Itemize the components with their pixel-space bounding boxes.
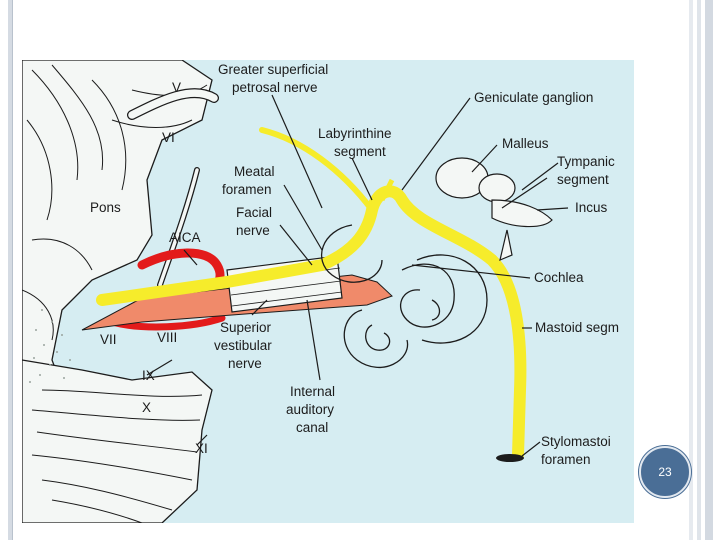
cochlea-shape (321, 224, 488, 369)
label-tympanic-line2: segment (557, 172, 609, 187)
label-mastoid-segment: Mastoid segm (535, 320, 619, 335)
label-cochlea: Cochlea (534, 270, 584, 285)
page-number-badge: 23 (639, 446, 691, 498)
label-internal-line1: Internal (290, 384, 335, 399)
label-cranial-nerve-xi: XI (195, 441, 208, 456)
label-tympanic-line1: Tympanic (557, 154, 615, 169)
label-facial-line1: Facial (236, 205, 272, 220)
diagram-canvas: Greater superficial petrosal nerve Genic… (22, 60, 634, 523)
label-cranial-nerve-viii: VIII (157, 330, 177, 345)
label-cranial-nerve-ix: IX (142, 368, 155, 383)
slide-frame-left (8, 0, 13, 540)
slide-frame-right (689, 0, 713, 540)
label-meatal-line2: foramen (222, 182, 272, 197)
label-greater-superficial-line2: petrosal nerve (232, 80, 318, 95)
leader-lines (146, 94, 569, 457)
label-superior-line3: nerve (228, 356, 262, 371)
label-meatal-line1: Meatal (234, 164, 275, 179)
label-greater-superficial-line1: Greater superficial (218, 62, 328, 77)
label-internal-line3: canal (296, 420, 328, 435)
facial-nerve-diagram: Greater superficial petrosal nerve Genic… (22, 60, 634, 523)
label-pons: Pons (90, 200, 121, 215)
label-cranial-nerve-x: X (142, 400, 151, 415)
facial-nerve (96, 185, 527, 461)
stippled-texture (29, 309, 71, 383)
label-facial-line2: nerve (236, 223, 270, 238)
label-geniculate-ganglion: Geniculate ganglion (474, 90, 593, 105)
brainstem-illustration (22, 60, 213, 523)
label-labyrinthine-line2: segment (334, 144, 386, 159)
label-labyrinthine-line1: Labyrinthine (318, 126, 392, 141)
label-malleus: Malleus (502, 136, 549, 151)
label-superior-line2: vestibular (214, 338, 272, 353)
stylomastoid-foramen-shape (496, 454, 524, 462)
label-incus: Incus (575, 200, 608, 215)
label-stylomastoid-line2: foramen (541, 452, 591, 467)
label-cranial-nerve-vi: VI (162, 130, 175, 145)
label-cranial-nerve-v: V (172, 80, 181, 95)
label-stylomastoid-line1: Stylomastoi (541, 434, 611, 449)
brainstem-strokes (22, 64, 208, 523)
label-superior-line1: Superior (220, 320, 272, 335)
label-cranial-nerve-vii: VII (100, 332, 117, 347)
label-internal-line2: auditory (286, 402, 334, 417)
label-aica: AICA (169, 230, 201, 245)
